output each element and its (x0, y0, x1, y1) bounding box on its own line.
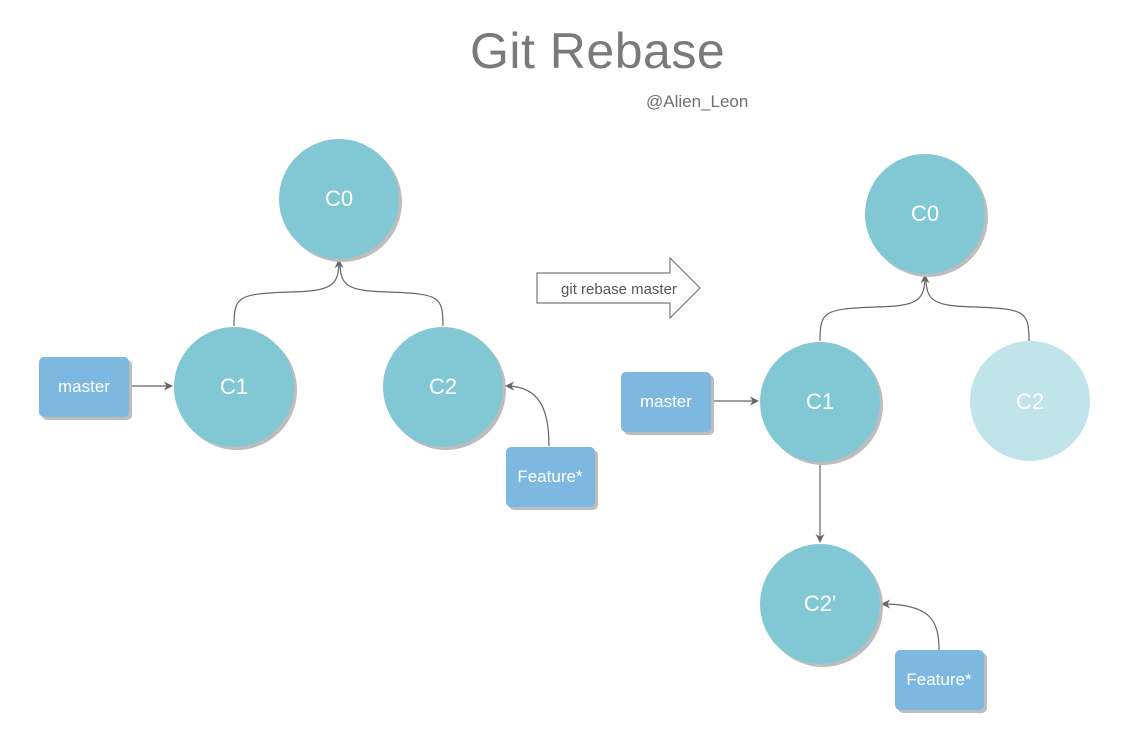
commit-node-c2-prime: C2' (760, 544, 883, 667)
commit-label: C2' (804, 591, 836, 616)
commit-node-c0: C0 (865, 154, 988, 277)
command-label: git rebase master (561, 281, 677, 298)
diagram-title: Git Rebase (470, 23, 726, 79)
before-graph: C0 C1 C2 master Feature* (39, 139, 598, 510)
branch-name: master (58, 377, 110, 396)
commit-node-c1: C1 (174, 327, 297, 450)
commit-node-c2: C2 (383, 327, 506, 450)
edge-c1-to-c0 (233, 259, 344, 327)
branch-label-feature: Feature* (895, 650, 987, 713)
commit-label: C0 (325, 186, 353, 211)
edge-c2-to-c0 (339, 261, 444, 327)
branch-name: Feature* (517, 467, 583, 486)
branch-label-master: master (39, 357, 132, 420)
commit-label: C1 (220, 374, 248, 399)
edge-feature-to-c2-prime (881, 599, 940, 651)
branch-name: Feature* (906, 670, 972, 689)
after-graph: C0 C1 C2 C2' master Feature* (621, 154, 1090, 713)
branch-name: master (640, 392, 692, 411)
edge-c1-to-c0 (819, 274, 930, 342)
commit-label: C2 (1016, 389, 1044, 414)
commit-node-c2-faded: C2 (970, 341, 1090, 461)
branch-label-feature: Feature* (506, 447, 598, 510)
rebase-command-arrow: git rebase master (536, 256, 701, 320)
edge-feature-to-c2 (505, 381, 550, 447)
branch-label-master: master (621, 372, 714, 435)
commit-node-c0: C0 (279, 139, 402, 262)
author-credit: @Alien_Leon (646, 92, 749, 111)
commit-label: C1 (806, 389, 834, 414)
commit-node-c1: C1 (760, 342, 883, 465)
commit-label: C2 (429, 374, 457, 399)
commit-label: C0 (911, 201, 939, 226)
edge-c2-to-c0 (925, 276, 1030, 342)
